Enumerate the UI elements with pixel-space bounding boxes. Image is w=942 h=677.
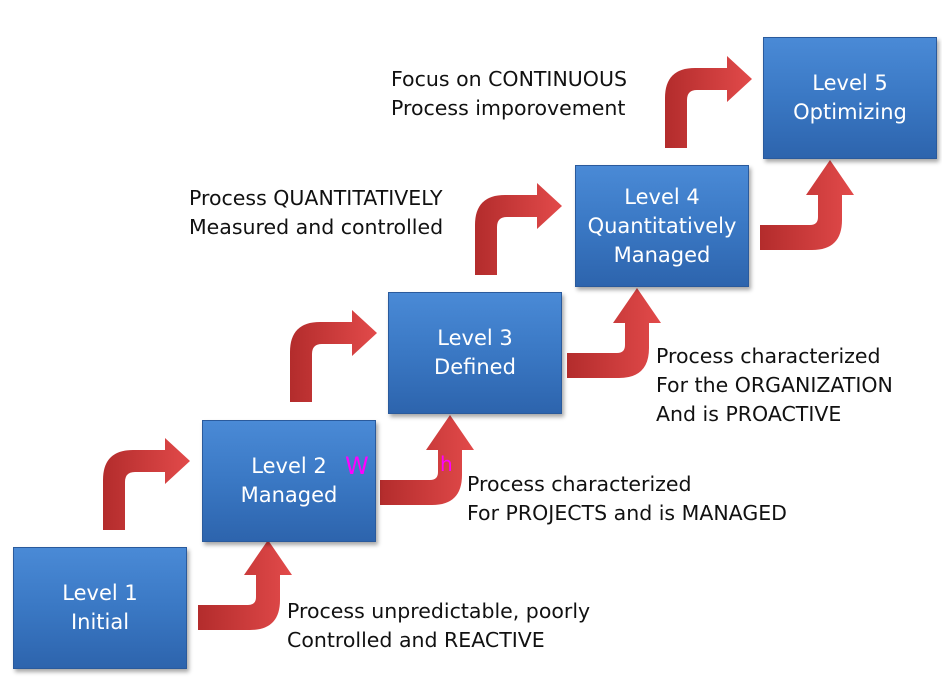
level-2-title: Level 2 — [251, 454, 327, 478]
watermark-fragment: h — [440, 452, 453, 476]
curved-arrow-up-right-icon — [290, 310, 377, 402]
level-4-name-2: Managed — [613, 242, 711, 267]
level-1-name: Initial — [70, 610, 130, 634]
desc-line: For the ORGANIZATION — [656, 373, 893, 397]
desc-line: Process characterized — [467, 472, 692, 496]
level-3-box: Level 3 Defined — [388, 292, 562, 414]
level-3-title: Level 3 — [437, 326, 513, 350]
curved-arrow-up-right-icon — [103, 438, 190, 530]
curved-arrow-up-right-icon — [475, 183, 562, 275]
desc-line: Process imporovement — [391, 96, 626, 120]
level-5-name: Optimizing — [793, 100, 907, 124]
desc-line: Focus on CONTINUOUS — [391, 67, 627, 91]
level-4-description: Process QUANTITATIVELY Measured and contr… — [189, 184, 443, 242]
desc-line: And is PROACTIVE — [656, 402, 842, 426]
desc-line: Measured and controlled — [189, 215, 444, 239]
level-4-title: Level 4 — [624, 184, 700, 209]
desc-line: Process characterized — [656, 344, 881, 368]
level-1-box: Level 1 Initial — [13, 547, 187, 669]
level-5-description: Focus on CONTINUOUS Process imporovement — [391, 65, 627, 123]
level-4-name: Quantitatively — [587, 213, 737, 238]
curved-arrow-right-up-icon — [380, 415, 474, 505]
desc-line: Process QUANTITATIVELY — [189, 186, 443, 210]
curved-arrow-up-right-icon — [665, 56, 752, 148]
level-3-name: Defined — [434, 355, 516, 379]
level-5-box: Level 5 Optimizing — [763, 37, 937, 159]
level-2-box: Level 2 Managed — [202, 420, 376, 542]
desc-line: Controlled and REACTIVE — [287, 628, 545, 652]
watermark-fragment: W — [345, 452, 369, 480]
curved-arrow-right-up-icon — [760, 160, 854, 250]
desc-line: For PROJECTS and is MANAGED — [467, 501, 787, 525]
level-2-name: Managed — [240, 483, 338, 507]
curved-arrow-right-up-icon — [567, 288, 661, 378]
desc-line: Process unpredictable, poorly — [287, 599, 591, 623]
level-5-title: Level 5 — [812, 71, 888, 95]
curved-arrow-right-up-icon — [198, 540, 292, 630]
level-1-title: Level 1 — [62, 581, 138, 605]
